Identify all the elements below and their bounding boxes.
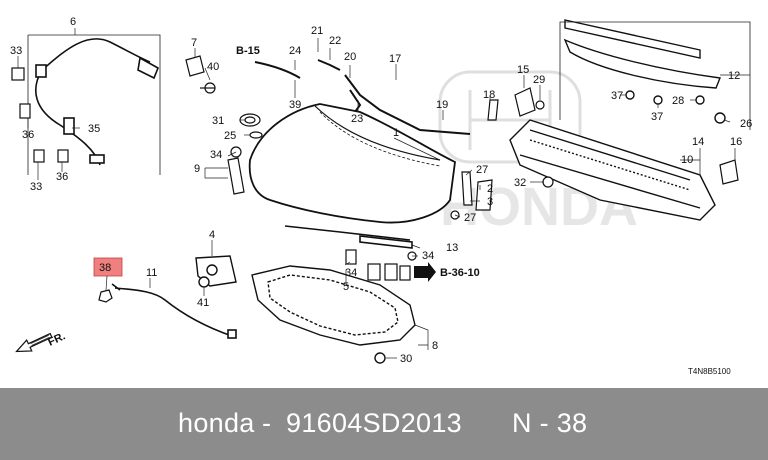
- label-28: 28: [672, 95, 684, 107]
- label-8: 8: [432, 340, 438, 352]
- strip-9: [227, 157, 245, 195]
- label-34: 34: [210, 149, 222, 161]
- label-11: 11: [146, 267, 157, 279]
- label-7: 7: [191, 37, 197, 49]
- callout-numbers: 6 33 36 35 36 33 7 40 21 22 24 17 20 39 …: [10, 16, 752, 376]
- label-27: 27: [464, 212, 476, 224]
- label-30: 30: [400, 353, 412, 365]
- label-29: 29: [533, 74, 545, 86]
- ref-arrow-b3610: [414, 262, 436, 282]
- label-32: 32: [514, 177, 526, 189]
- label-3: 3: [487, 196, 493, 208]
- label-25: 25: [224, 130, 236, 142]
- label-24: 24: [289, 45, 301, 57]
- label-41: 41: [197, 297, 209, 309]
- brand-name: honda: [178, 408, 255, 438]
- label-37: 37: [611, 90, 623, 102]
- label-27: 27: [476, 164, 488, 176]
- cowl-top-part: [563, 19, 726, 124]
- label-33: 33: [30, 181, 42, 193]
- label-31: 31: [212, 115, 224, 127]
- label-35: 35: [88, 123, 100, 135]
- label-36: 36: [56, 171, 68, 183]
- label-13: 13: [446, 242, 458, 254]
- label-6: 6: [70, 16, 76, 28]
- left-clips: [11, 67, 69, 163]
- label-4: 4: [209, 229, 215, 241]
- highlight-box-38: [93, 257, 123, 277]
- ref-b3610: B-36-10: [440, 267, 480, 279]
- drawing-code: T4N8B5100: [688, 367, 731, 376]
- front-direction-label: FR.: [46, 330, 67, 348]
- hood-insulator-part: [251, 265, 416, 364]
- label-39: 39: [289, 99, 301, 111]
- label-9: 9: [194, 163, 200, 175]
- weatherstrip-13: [284, 225, 413, 249]
- label-40: 40: [207, 61, 219, 73]
- release-cable-part: [34, 38, 160, 166]
- ref-b15: B-15: [236, 45, 260, 57]
- part-number: 91604SD2013: [286, 408, 462, 438]
- label-21: 21: [311, 25, 323, 37]
- front-direction-arrow-icon: [15, 332, 53, 353]
- leader-lines: [17, 28, 750, 359]
- hood-panel-part: [248, 103, 456, 224]
- label-37: 37: [651, 111, 663, 123]
- label-1: 1: [393, 127, 399, 139]
- label-33: 33: [10, 45, 22, 57]
- label-16: 16: [730, 136, 742, 148]
- label-34: 34: [345, 267, 357, 279]
- separator: -: [262, 408, 272, 438]
- label-20: 20: [344, 51, 356, 63]
- part-info-footer: honda - 91604SD2013 N - 38: [0, 388, 768, 460]
- label-23: 23: [351, 113, 363, 125]
- hinge-parts: [487, 87, 545, 121]
- cowl-group-bracket: [559, 21, 751, 130]
- hood-parts-diagram: HONDA: [10, 16, 752, 376]
- label-34: 34: [422, 250, 434, 262]
- label-22: 22: [329, 35, 341, 47]
- nut-38-part: [98, 289, 113, 303]
- latch-part: [195, 255, 237, 288]
- seal-strips: [254, 59, 471, 135]
- clips-5: [345, 249, 417, 281]
- label-10: 10: [681, 154, 693, 166]
- latch-cable-part: [111, 283, 237, 339]
- label-36: 36: [22, 129, 34, 141]
- part-16: [719, 159, 739, 185]
- label-38: 38: [99, 262, 111, 274]
- label-12: 12: [728, 70, 740, 82]
- cowl-grille-part: [509, 119, 716, 221]
- label-15: 15: [517, 64, 529, 76]
- position-label: N - 38: [512, 408, 588, 438]
- label-5: 5: [343, 281, 349, 293]
- label-18: 18: [483, 89, 495, 101]
- label-26: 26: [740, 118, 752, 130]
- label-19: 19: [436, 99, 448, 111]
- label-14: 14: [692, 136, 704, 148]
- label-2: 2: [487, 183, 493, 195]
- label-17: 17: [389, 53, 401, 65]
